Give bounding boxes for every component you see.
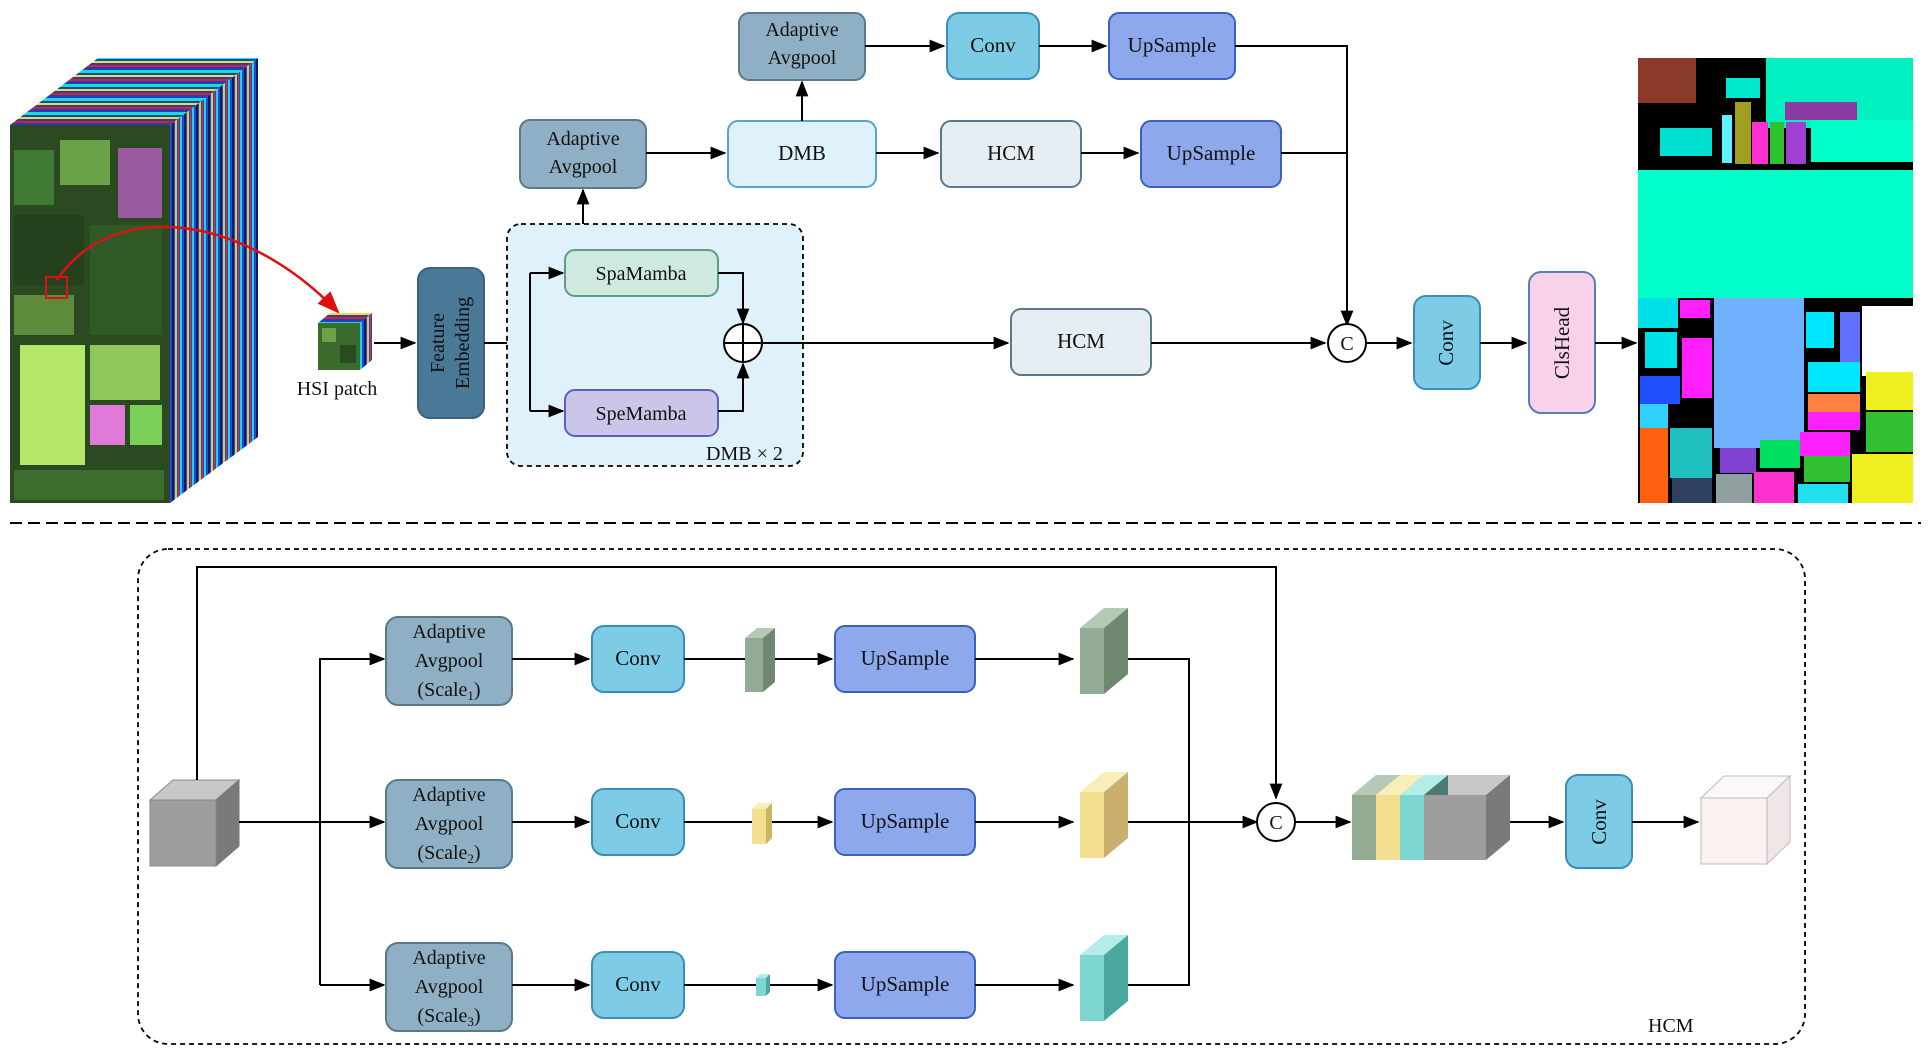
adaptive-avgpool-block-1: Adaptive Avgpool [519, 119, 647, 189]
pool-label-line2: Avgpool [549, 156, 618, 178]
scale2-large-cube [1080, 772, 1128, 858]
scale3-conv-block: Conv [591, 951, 685, 1019]
scale2-label: (Scale2) [417, 842, 480, 866]
scale1-upsample-block: UpSample [834, 625, 976, 693]
clshead-label: ClsHead [1550, 306, 1574, 379]
patch-selection-box [45, 276, 68, 299]
concatenated-feature-stack [1352, 775, 1510, 860]
upsample-label: UpSample [861, 809, 950, 833]
upsample-block-mid: UpSample [1140, 120, 1282, 188]
dmb-label: DMB [778, 141, 826, 165]
pool-label-line2: Avgpool [415, 813, 484, 835]
hsi-patch-label: HSI patch [297, 378, 378, 400]
skip-connection [196, 566, 1283, 800]
adaptive-avgpool-block-2: Adaptive Avgpool [738, 12, 866, 81]
spamamba-block: SpaMamba [564, 249, 719, 297]
upsample-label: UpSample [1167, 141, 1256, 165]
scale3-small-cube [756, 974, 770, 996]
concat-node-bottom: C [1256, 802, 1296, 842]
scale2-branch: Adaptive Avgpool (Scale2) Conv UpSample [385, 772, 1259, 869]
conv-label: Conv [1587, 799, 1611, 845]
hcm-conv-block: Conv [1565, 774, 1633, 869]
hsi-cube-side-face [170, 58, 258, 503]
feature-embedding-block: Feature Embedding [417, 267, 485, 419]
upsample-label: UpSample [861, 646, 950, 670]
hcm-block-main: HCM [1010, 308, 1152, 376]
hcm-label: HCM [987, 141, 1035, 165]
conv-label: Conv [1434, 320, 1458, 366]
scale1-large-cube [1080, 608, 1128, 694]
scale3-pool-block: Adaptive Avgpool (Scale3) [385, 942, 513, 1032]
pool-label-line1: Adaptive [412, 621, 485, 643]
elementwise-sum-icon [723, 323, 763, 363]
input-feature-cube [148, 778, 241, 868]
pool-label-line1: Adaptive [412, 947, 485, 969]
conv-label: Conv [615, 809, 661, 833]
hsi-cube-top-face [10, 58, 258, 125]
hsi-cube [10, 58, 258, 503]
conv-block-top: Conv [946, 12, 1040, 80]
pool-label-line1: Adaptive [412, 784, 485, 806]
spamamba-label: SpaMamba [595, 263, 686, 285]
pool-label-line2: Avgpool [415, 976, 484, 998]
pool-label-line2: Avgpool [415, 650, 484, 672]
conv-label: Conv [615, 646, 661, 670]
conv-label: Conv [970, 33, 1016, 57]
hcm-label: HCM [1057, 329, 1105, 353]
scale3-label: (Scale3) [417, 1005, 480, 1029]
spemamba-block: SpeMamba [564, 389, 719, 437]
scale2-conv-block: Conv [591, 788, 685, 856]
scale1-pool-block: Adaptive Avgpool (Scale1) [385, 616, 513, 706]
clshead-block: ClsHead [1528, 271, 1596, 414]
concat-label: C [1269, 812, 1282, 834]
output-feature-cube [1699, 774, 1792, 866]
scale1-conv-block: Conv [591, 625, 685, 693]
scale2-pool-block: Adaptive Avgpool (Scale2) [385, 779, 513, 869]
dmb-block: DMB [727, 120, 877, 188]
pool-label-line1: Adaptive [765, 19, 838, 41]
concat-label: C [1340, 333, 1353, 355]
upsample-label: UpSample [861, 972, 950, 996]
scale2-upsample-block: UpSample [834, 788, 976, 856]
scale1-branch: Adaptive Avgpool (Scale1) Conv UpSample [385, 608, 1190, 822]
hsi-patch-cube [318, 313, 372, 370]
scale3-branch: Adaptive Avgpool (Scale3) Conv UpSample [385, 822, 1190, 1032]
concat-node-top: C [1327, 323, 1367, 363]
patch-extraction-arrow [55, 225, 340, 314]
feature-embedding-line2: Embedding [452, 297, 474, 389]
scale3-upsample-block: UpSample [834, 951, 976, 1019]
scale2-small-cube [752, 803, 772, 844]
pool-label-line1: Adaptive [546, 128, 619, 150]
hcm-detail-region [137, 548, 1806, 1045]
conv-block-vertical: Conv [1413, 295, 1481, 390]
conv-label: Conv [615, 972, 661, 996]
feature-embedding-line1: Feature [427, 313, 449, 373]
hcm-block-mid: HCM [940, 120, 1082, 188]
hcm-detail-label: HCM [1648, 1015, 1694, 1037]
upsample-block-top: UpSample [1108, 12, 1236, 80]
upsample-label: UpSample [1128, 33, 1217, 57]
scale1-label: (Scale1) [417, 679, 480, 703]
spemamba-label: SpeMamba [595, 403, 686, 425]
pool-label-line2: Avgpool [768, 47, 837, 69]
classification-map [1638, 58, 1913, 503]
scale3-large-cube [1080, 935, 1128, 1021]
scale1-small-cube [745, 628, 775, 692]
dmb-x2-label: DMB × 2 [706, 443, 783, 465]
